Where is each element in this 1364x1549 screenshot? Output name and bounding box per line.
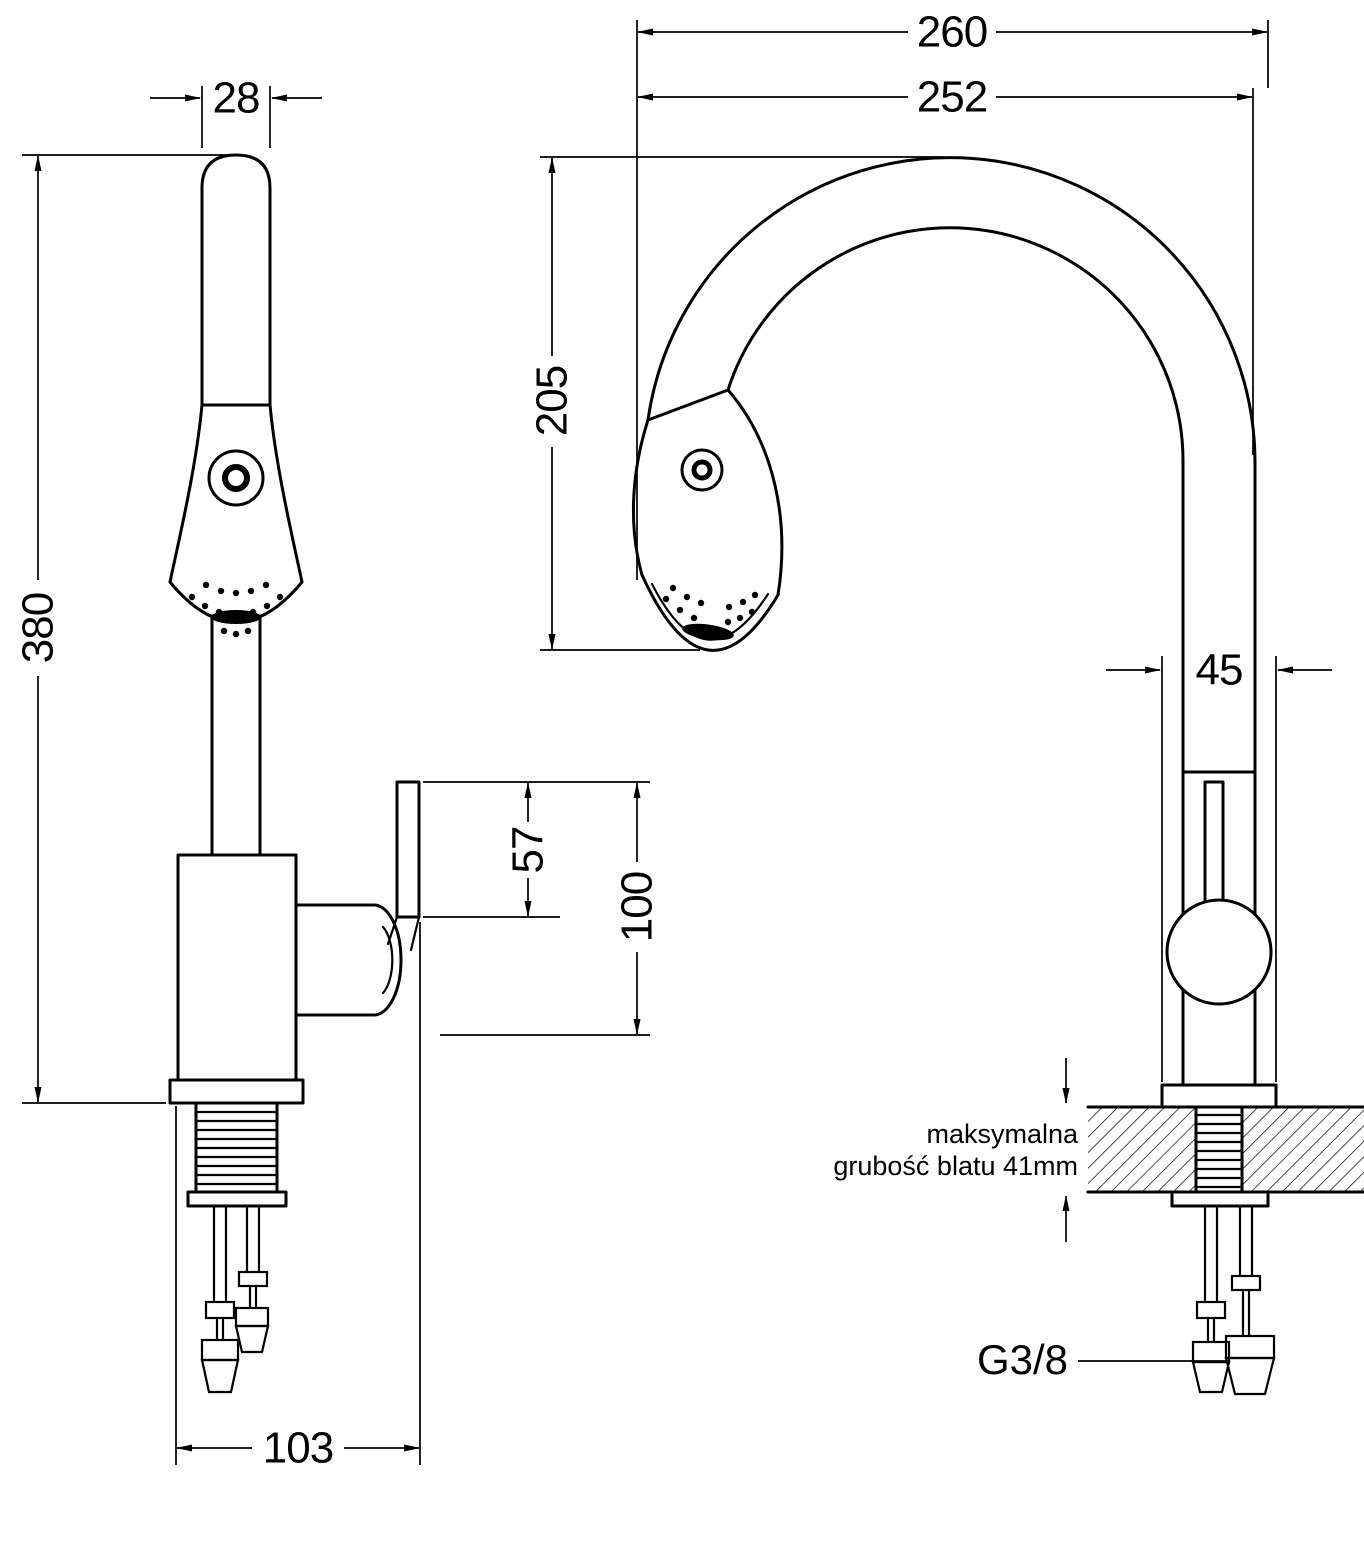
- dim-spout-tube-diameter: 28: [213, 74, 260, 123]
- dim-body-section-height: 100: [613, 872, 662, 942]
- front-aerator-dots: [188, 581, 284, 638]
- side-head-right: [726, 388, 784, 597]
- dim-front-footprint: 103: [263, 1424, 333, 1473]
- side-stud-b: [1224, 1204, 1276, 1396]
- side-spout-outer: [646, 156, 1257, 464]
- front-body: [176, 853, 298, 1082]
- side-flange: [1160, 1083, 1278, 1109]
- side-head-junction: [646, 388, 730, 422]
- front-aerator-slot: [211, 610, 261, 624]
- countertop-note-line1: maksymalna: [926, 1119, 1079, 1149]
- front-spray-button-inner: [222, 464, 250, 492]
- side-view: [631, 156, 1364, 1396]
- side-head-left: [631, 418, 650, 577]
- dim-overall-height: 380: [14, 593, 63, 663]
- front-view: [168, 153, 421, 1394]
- front-spout-tube: [200, 153, 272, 407]
- side-aerator-slot: [682, 623, 734, 641]
- front-stud-a: [200, 1204, 240, 1394]
- side-handle-lever: [1203, 780, 1225, 904]
- side-shank-threads: [1194, 1113, 1244, 1189]
- countertop: [1086, 1105, 1364, 1194]
- front-head-left: [168, 403, 204, 584]
- front-spray-button: [207, 449, 265, 507]
- front-stud-b: [234, 1204, 270, 1354]
- front-flange: [168, 1078, 305, 1105]
- front-joint-cap: [372, 903, 403, 1017]
- side-stud-a: [1191, 1204, 1231, 1394]
- front-shank-threads: [194, 1110, 279, 1186]
- side-ball-joint: [1165, 898, 1273, 1006]
- side-spray-button: [680, 448, 724, 492]
- thread-label-g38: G3/8: [977, 1336, 1068, 1383]
- dim-handle-length: 57: [504, 827, 553, 874]
- front-handle-lever: [395, 780, 421, 919]
- side-washer: [1170, 1190, 1270, 1208]
- side-spray-button-inner: [691, 459, 713, 481]
- side-spout-inner: [726, 226, 1185, 464]
- front-washer: [186, 1190, 288, 1208]
- front-head-right: [268, 403, 304, 584]
- countertop-note-line2: grubość blatu 41mm: [833, 1151, 1078, 1181]
- dim-spout-reach: 252: [917, 73, 987, 122]
- dim-base-diameter: 45: [1196, 646, 1243, 695]
- g38-nut: [1224, 1334, 1276, 1360]
- side-aerator-dots: [662, 584, 759, 626]
- dimensions: 28 380 57 100 103 260 252: [14, 8, 1332, 1473]
- dim-spout-drop-height: 205: [528, 366, 577, 436]
- side-aerator-outer: [640, 573, 780, 652]
- dim-overall-depth: 260: [917, 8, 987, 57]
- side-shank: [1194, 1105, 1244, 1194]
- front-joint-cap-inner: [381, 925, 394, 995]
